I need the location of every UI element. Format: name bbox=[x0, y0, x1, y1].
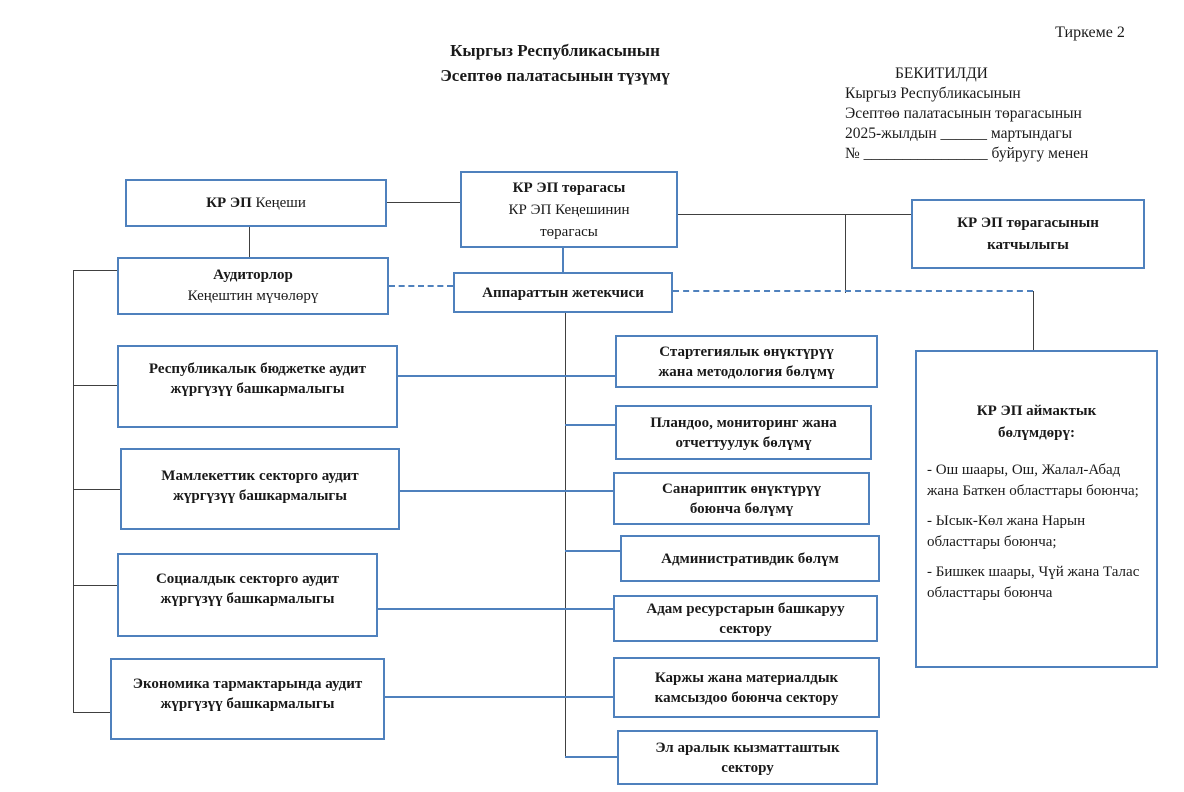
box-chairman-subtitle: КР ЭП Кеңешинин төрагасы bbox=[508, 201, 630, 240]
approval-line: Эсептөө палатасынын төрагасынын bbox=[845, 105, 1082, 122]
box-auditors-title: Аудиторлор bbox=[213, 267, 293, 283]
connector-apparatus-spine bbox=[565, 313, 566, 758]
box-digital-dev: Санариптик өнүктүрүү боюнча бөлүмү bbox=[613, 472, 870, 525]
box-intl-cooperation-label: Эл аралык кызматташтык сектору bbox=[655, 739, 840, 776]
box-hr-sector: Адам ресурстарын башкаруу сектору bbox=[613, 595, 878, 642]
box-administrative-label: Административдик бөлүм bbox=[661, 550, 839, 567]
box-digital-dev-label: Санариптик өнүктүрүү боюнча бөлүмү bbox=[661, 480, 821, 517]
box-intl-cooperation: Эл аралык кызматташтык сектору bbox=[617, 730, 878, 785]
box-chairman: КР ЭП төрагасы КР ЭП Кеңешинин төрагасы bbox=[460, 171, 678, 248]
regional-item-osh: - Ош шаары, Ош, Жалал-Абад жана Баткен о… bbox=[927, 462, 1139, 499]
box-council-label: КР ЭП Кеңеши bbox=[206, 195, 306, 211]
approval-line: № ________________ буйругу менен bbox=[845, 145, 1089, 162]
box-finance-logistics: Каржы жана материалдык камсыздоо боюнча … bbox=[613, 657, 880, 718]
box-strategic-dev: Стартегиялык өнүктүрүү жана методология … bbox=[615, 335, 878, 388]
approval-line: БЕКИТИЛДИ bbox=[895, 65, 988, 82]
connector-social-hr bbox=[378, 608, 613, 610]
connector-chairman-apparatus bbox=[562, 248, 564, 272]
box-secretariat: КР ЭП төрагасынын катчылыгы bbox=[911, 199, 1145, 269]
box-administrative: Административдик бөлүм bbox=[620, 535, 880, 582]
box-hr-sector-label: Адам ресурстарын башкаруу сектору bbox=[646, 600, 845, 637]
box-secretariat-label: КР ЭП төрагасынын катчылыгы bbox=[957, 215, 1099, 253]
box-auditors: Аудиторлор Кеңештин мүчөлөрү bbox=[117, 257, 389, 315]
box-apparatus-head: Аппараттын жетекчиси bbox=[453, 272, 673, 313]
approval-line: Кыргыз Республикасынын bbox=[845, 85, 1021, 102]
approval-block: БЕКИТИЛДИ Кыргыз Республикасынын Эсептөө… bbox=[845, 64, 1165, 164]
box-economy-sectors-audit: Экономика тармактарында аудит жүргүзүү б… bbox=[110, 658, 385, 740]
dashed-apparatus-regional bbox=[673, 290, 1033, 292]
connector-chairman-branch-down bbox=[845, 214, 846, 293]
connector-council-auditors bbox=[249, 227, 250, 257]
page-title-line2: Эсептөө палатасынын түзүмү bbox=[440, 66, 670, 85]
annex-label: Тиркеме 2 bbox=[1055, 24, 1125, 41]
box-social-sector-audit-label: Социалдык секторго аудит жүргүзүү башкар… bbox=[155, 571, 340, 607]
connector-republican-strategic bbox=[398, 375, 615, 377]
regional-item-issykkul: - Ысык-Көл жана Нарын областтары боюнча; bbox=[927, 513, 1086, 550]
box-auditors-subtitle: Кеңештин мүчөлөрү bbox=[187, 288, 319, 304]
box-republican-budget-audit: Республикалык бюджетке аудит жүргүзүү ба… bbox=[117, 345, 398, 428]
box-social-sector-audit: Социалдык секторго аудит жүргүзүү башкар… bbox=[117, 553, 378, 637]
connector-dash-to-regional bbox=[1033, 291, 1034, 350]
stub-economy-sectors bbox=[73, 712, 110, 713]
stub-republican-budget bbox=[73, 385, 117, 386]
stub-social-sector bbox=[73, 585, 117, 586]
approval-line: 2025-жылдын ______ мартындагы bbox=[845, 125, 1073, 142]
box-planning-monitoring: Пландоо, мониторинг жана отчеттуулук бөл… bbox=[615, 405, 872, 460]
connector-spine-administrative bbox=[565, 550, 620, 552]
box-planning-monitoring-label: Пландоо, мониторинг жана отчеттуулук бөл… bbox=[650, 414, 837, 451]
box-regional-divisions-title: КР ЭП аймактык бөлүмдөрү: bbox=[976, 403, 1097, 441]
box-apparatus-head-label: Аппараттын жетекчиси bbox=[482, 284, 644, 301]
dashed-auditors-apparatus bbox=[389, 285, 453, 287]
box-chairman-title: КР ЭП төрагасы bbox=[512, 179, 626, 196]
box-finance-logistics-label: Каржы жана материалдык камсыздоо боюнча … bbox=[654, 669, 839, 706]
box-economy-sectors-audit-label: Экономика тармактарында аудит жүргүзүү б… bbox=[132, 676, 363, 712]
connector-council-chairman bbox=[387, 202, 460, 203]
page-title-line1: Кыргыз Республикасынын bbox=[450, 41, 660, 60]
box-state-sector-audit-label: Мамлекеттик секторго аудит жүргүзүү башк… bbox=[161, 468, 359, 504]
connector-spine-planning bbox=[565, 424, 615, 426]
stub-state-sector bbox=[73, 489, 120, 490]
box-state-sector-audit: Мамлекеттик секторго аудит жүргүзүү башк… bbox=[120, 448, 400, 530]
stub-auditors bbox=[73, 270, 117, 271]
box-regional-divisions: КР ЭП аймактык бөлүмдөрү: - Ош шаары, Ош… bbox=[915, 350, 1158, 668]
connector-left-spine bbox=[73, 270, 74, 713]
box-strategic-dev-label: Стартегиялык өнүктүрүү жана методология … bbox=[658, 343, 835, 380]
connector-state-digital bbox=[400, 490, 613, 492]
box-council: КР ЭП Кеңеши bbox=[125, 179, 387, 227]
regional-item-bishkek: - Бишкек шаары, Чүй жана Талас областтар… bbox=[927, 564, 1140, 601]
box-republican-budget-audit-label: Республикалык бюджетке аудит жүргүзүү ба… bbox=[148, 361, 367, 397]
page-title: Кыргыз Республикасынын Эсептөө палатасын… bbox=[330, 38, 780, 88]
connector-spine-intl bbox=[565, 756, 617, 758]
connector-chairman-secretariat bbox=[678, 214, 911, 215]
connector-economy-finance bbox=[385, 696, 613, 698]
